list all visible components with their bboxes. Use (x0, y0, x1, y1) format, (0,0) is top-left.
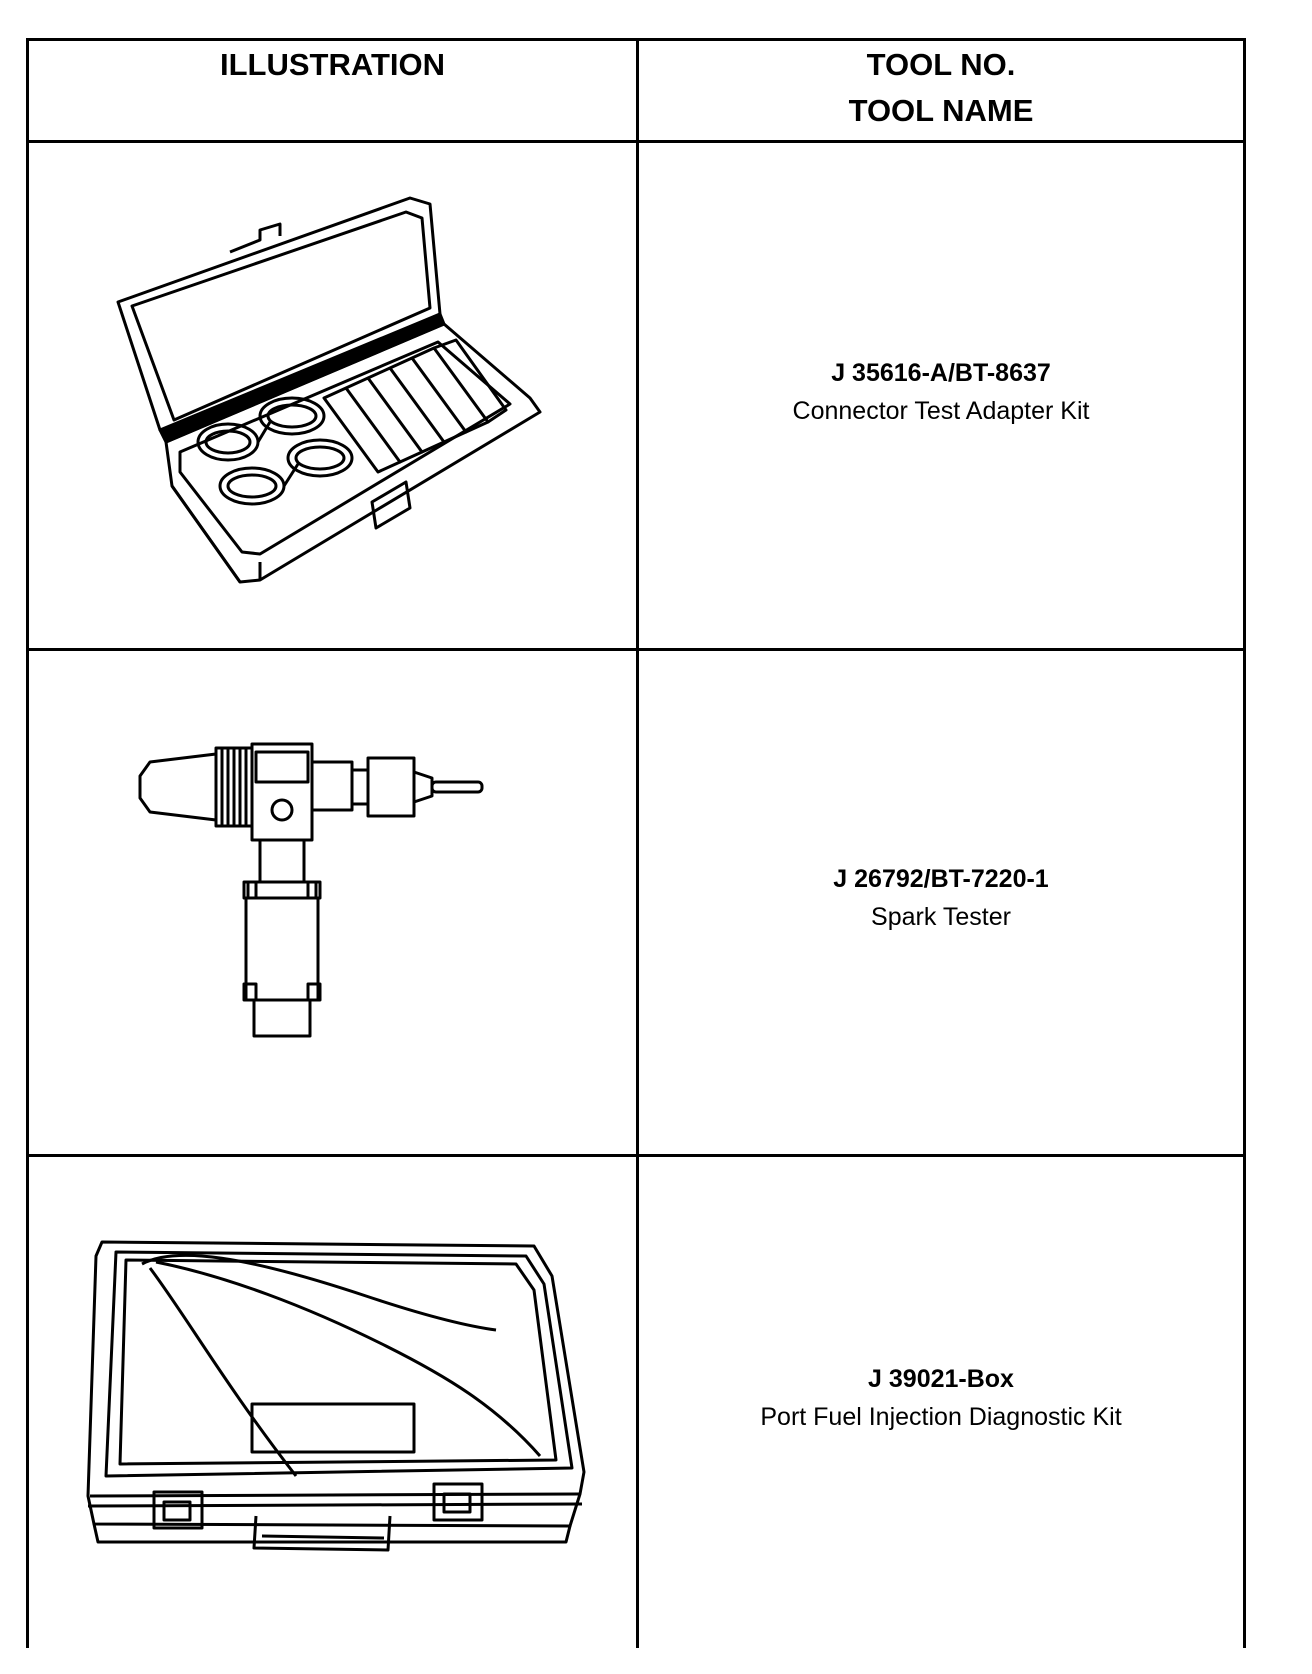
tool-number: J 35616-A/BT-8637 (831, 359, 1051, 387)
diagnostic-kit-box-illustration (86, 1240, 586, 1552)
header-tool-no: TOOL NO. (866, 47, 1016, 82)
row-divider (26, 1154, 1246, 1157)
tool-row-2-text: J 26792/BT-7220-1 Spark Tester (639, 860, 1243, 936)
spark-tester-illustration (138, 742, 484, 1038)
tool-name: Spark Tester (871, 903, 1011, 931)
tool-row-1-text: J 35616-A/BT-8637 Connector Test Adapter… (639, 354, 1243, 430)
tool-name: Port Fuel Injection Diagnostic Kit (760, 1403, 1122, 1431)
connector-test-adapter-kit-case-illustration (116, 196, 542, 584)
header-divider (26, 140, 1246, 143)
tool-row-3-text: J 39021-Box Port Fuel Injection Diagnost… (639, 1360, 1243, 1436)
row-divider (26, 648, 1246, 651)
column-divider (636, 38, 639, 1648)
tool-name: Connector Test Adapter Kit (792, 397, 1090, 425)
header-illustration: ILLUSTRATION (219, 47, 445, 82)
tool-number: J 39021-Box (868, 1365, 1014, 1393)
header-tool-no-name: TOOL NO. TOOL NAME (639, 42, 1243, 134)
header-tool-name: TOOL NAME (848, 93, 1034, 128)
tool-number: J 26792/BT-7220-1 (833, 865, 1049, 893)
